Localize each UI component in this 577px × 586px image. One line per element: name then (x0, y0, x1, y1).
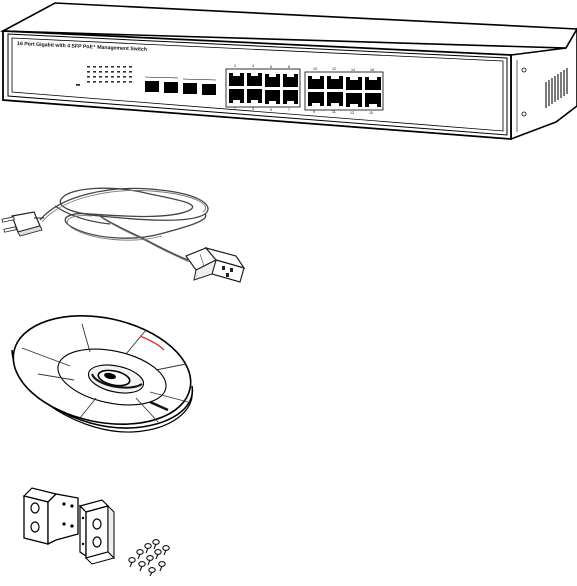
cd-disc-icon (0, 306, 200, 441)
port-number: 4 (252, 64, 254, 68)
power-cord-icon (0, 176, 250, 286)
port-number: 14 (351, 68, 355, 72)
port-number: 8 (288, 65, 290, 69)
port-number: 11 (332, 110, 336, 114)
port-number: 2 (234, 64, 236, 68)
port-number: 13 (350, 111, 354, 115)
port-number: 6 (270, 65, 272, 69)
port-number: 3 (252, 107, 254, 111)
screws-icon (124, 534, 174, 578)
port-number: 16 (370, 68, 374, 72)
port-number: 7 (288, 108, 290, 112)
port-number: 10 (313, 67, 317, 71)
port-number: 5 (270, 108, 272, 112)
port-number: 15 (369, 111, 373, 115)
port-number: 1 (234, 107, 236, 111)
rack-mount-bracket-icon (18, 482, 118, 582)
port-number: 12 (332, 67, 336, 71)
port-number: 9 (313, 110, 315, 114)
network-switch-icon: 16 Port Gigabit with 4 SFP PoE⁺ Manageme… (0, 0, 577, 150)
